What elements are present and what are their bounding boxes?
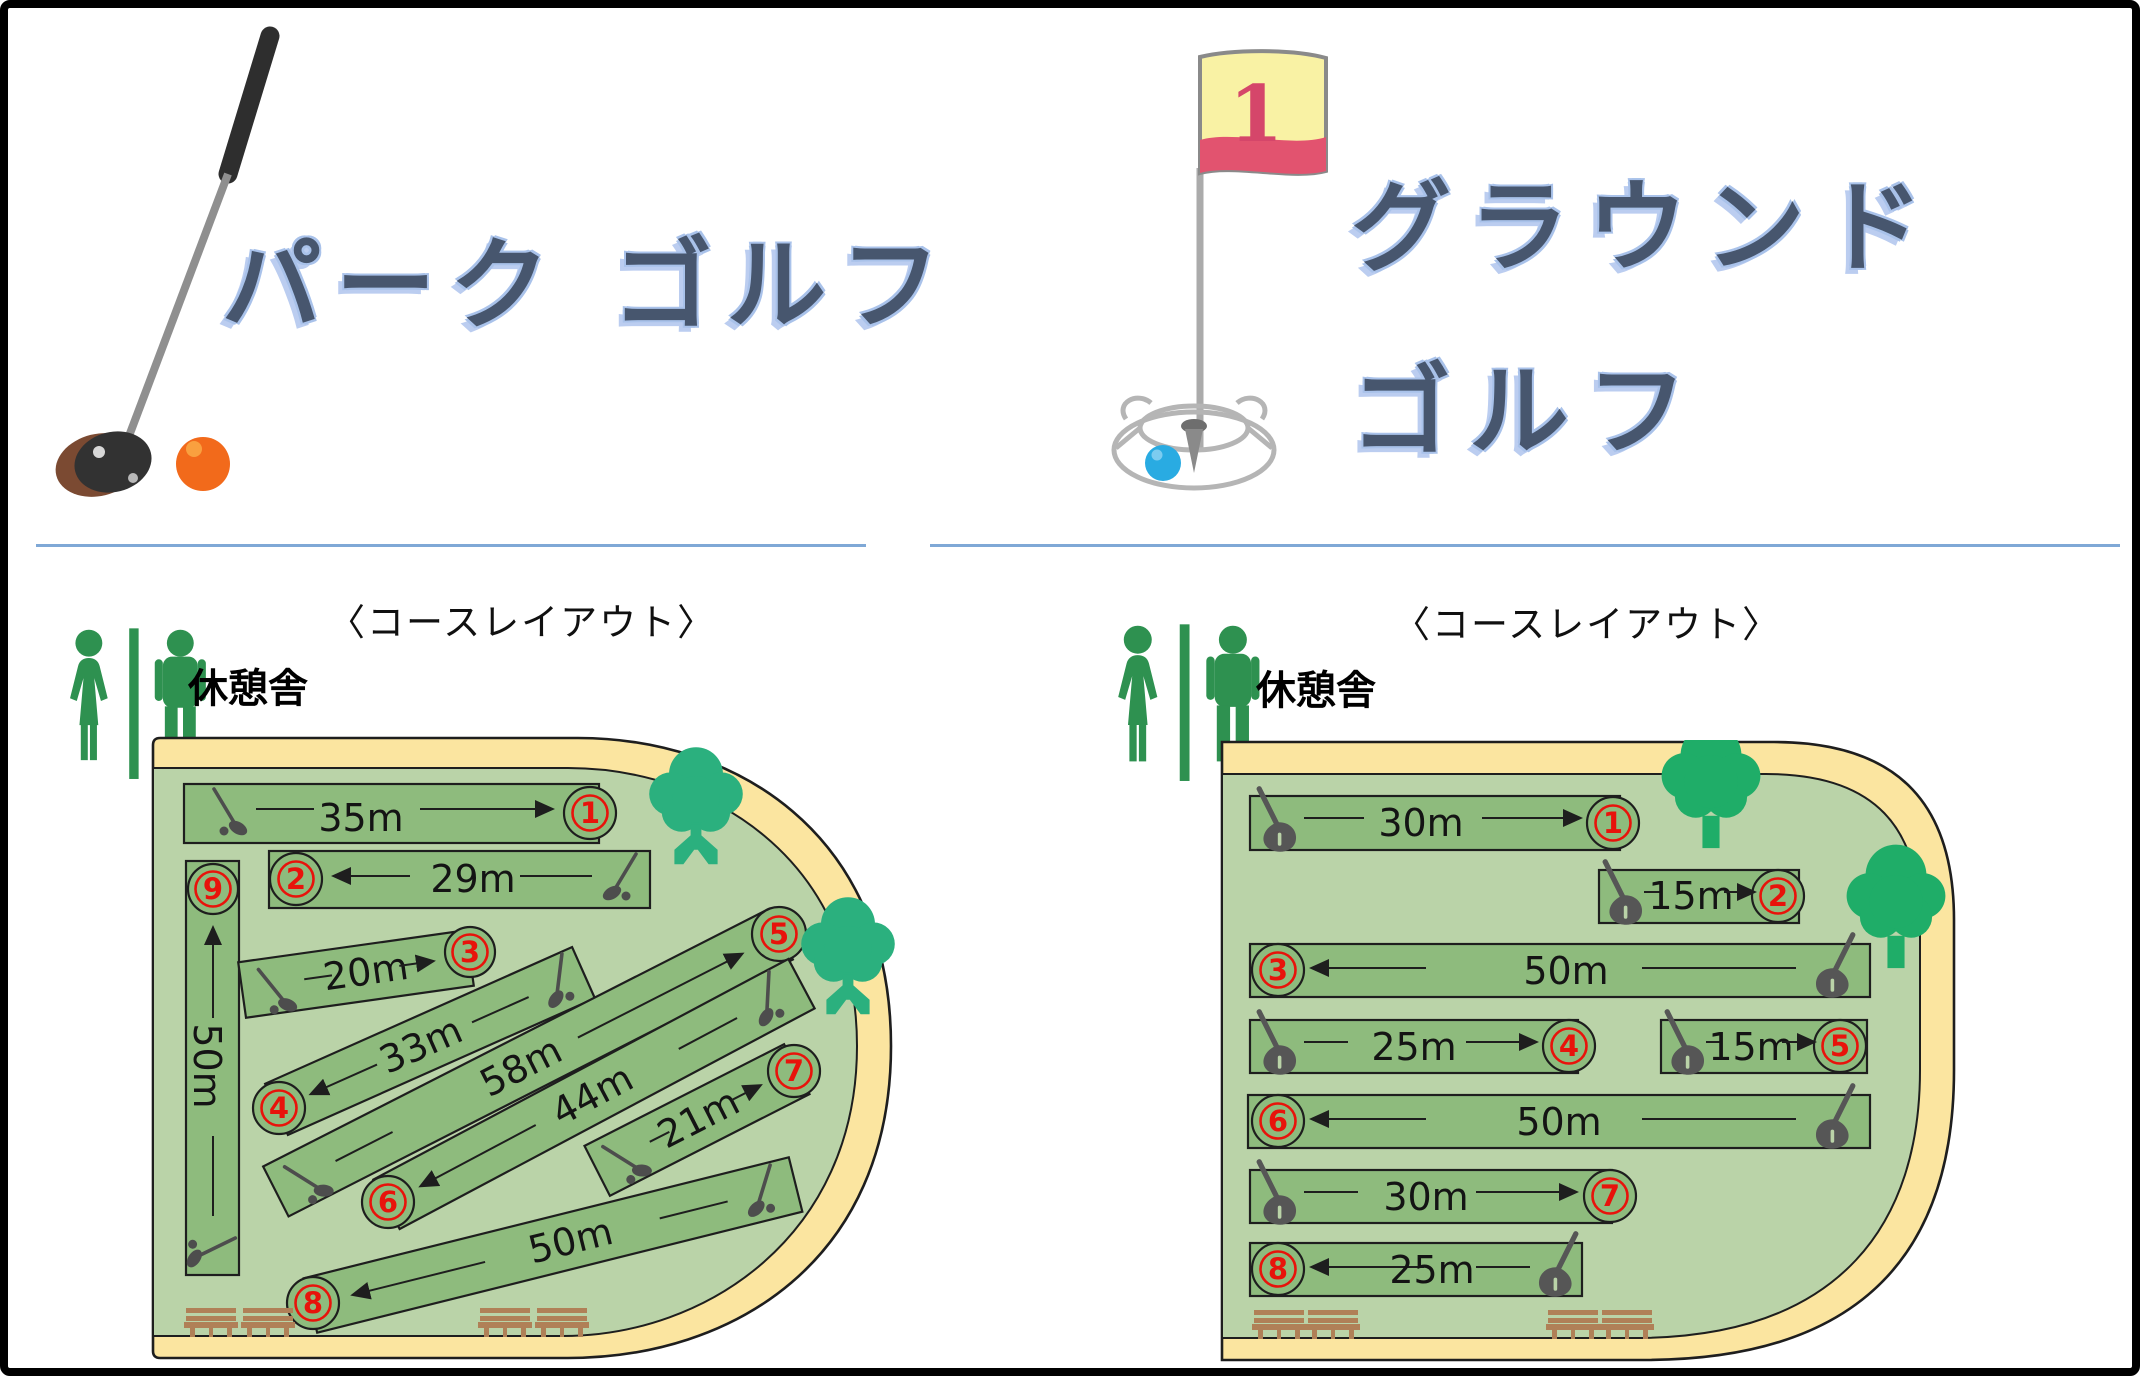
bench-icon	[1252, 1310, 1306, 1339]
left-divider-line	[36, 544, 866, 547]
hole-distance-label: 15m	[1708, 1025, 1793, 1069]
hole-strip-5: 15m 5	[1659, 1012, 1869, 1075]
hole-number-badge: 6	[378, 1185, 398, 1219]
orange-ball-glint	[186, 441, 202, 457]
hole-number-badge: 7	[1600, 1179, 1620, 1213]
right-resthouse-label: 休憩舎	[1256, 668, 1376, 714]
hole-distance-label: 29m	[430, 857, 515, 901]
hole-strip-3: 50m 3	[1248, 935, 1872, 998]
ground-golf-course-map: 30m 1 15m 2 50m 3	[1220, 740, 1956, 1362]
hole-strip-1: 35m 1	[182, 782, 618, 845]
hole-distance-label: 50m	[1516, 1100, 1601, 1144]
hole-distance-label: 50m	[185, 1023, 229, 1108]
bench-icon	[1546, 1310, 1600, 1339]
hole-strip-8: 25m 8	[1248, 1234, 1584, 1297]
hole-distance-label: 30m	[1383, 1175, 1468, 1219]
hole-strip-4: 25m 4	[1248, 1012, 1597, 1075]
bench-icon	[1306, 1310, 1360, 1339]
hole-strip-2: 15m 2	[1597, 862, 1806, 925]
club-grip	[218, 26, 280, 184]
hole-strip-6: 50m 6	[1246, 1086, 1872, 1149]
hole-distance-label: 50m	[1523, 949, 1608, 993]
hole-strip-7: 30m 7	[1248, 1162, 1638, 1225]
hole-number-badge: 4	[269, 1091, 289, 1125]
hole-cage	[1111, 395, 1277, 491]
right-title-line1: グラウンド	[1351, 168, 1941, 286]
hole-number-badge: 6	[1268, 1104, 1288, 1138]
hole-distance-label: 35m	[318, 796, 403, 840]
club-head-glint	[93, 446, 105, 458]
hole-distance-label: 25m	[1371, 1025, 1456, 1069]
hole-number-badge: 3	[1268, 953, 1288, 987]
hole-number-badge: 1	[580, 796, 600, 830]
hole-number-badge: 8	[1268, 1252, 1288, 1286]
hole-number-badge: 5	[1830, 1029, 1850, 1063]
right-title-line2: ゴルフ	[1351, 352, 1705, 470]
hole-number-badge: 8	[303, 1286, 323, 1320]
hole-strip-9: 50m 9	[181, 859, 241, 1277]
hole-number-badge: 4	[1559, 1029, 1579, 1063]
hole-flag-illustration: 1	[1111, 49, 1328, 491]
hole-number-badge: 2	[286, 862, 306, 896]
left-resthouse-label: 休憩舎	[188, 666, 308, 712]
hole-strip-1: 30m 1	[1248, 789, 1641, 852]
bench-icon	[478, 1308, 532, 1337]
hole-strip-8: 50m 8	[285, 1156, 804, 1334]
left-layout-heading: 〈コースレイアウト〉	[328, 601, 717, 644]
hole-number-badge: 7	[784, 1054, 804, 1088]
bench-icon	[535, 1308, 589, 1337]
hole-number-badge: 9	[203, 872, 223, 906]
blue-ball-icon	[1145, 445, 1181, 481]
flag-pink-band	[1200, 136, 1326, 174]
hole-distance-label: 25m	[1389, 1248, 1474, 1292]
club-head-glint-2	[128, 473, 138, 483]
hole-strip-2: 29m 2	[267, 849, 652, 910]
blue-ball-glint	[1151, 449, 1163, 461]
cage-cone	[1185, 429, 1203, 473]
left-title: パーク ゴルフ	[221, 226, 955, 344]
orange-ball-icon	[176, 437, 230, 491]
hole-distance-label: 15m	[1648, 874, 1733, 918]
park-golf-course-map: 35m 1 29m 2 50m 9	[151, 736, 895, 1360]
bench-icon	[241, 1308, 295, 1337]
right-layout-heading: 〈コースレイアウト〉	[1393, 603, 1782, 646]
hole-distance-label: 30m	[1378, 801, 1463, 845]
hole-number-badge: 5	[769, 917, 789, 951]
club-shaft	[122, 172, 232, 446]
bench-icon	[184, 1308, 238, 1337]
right-divider-line	[930, 544, 2120, 547]
hole-strip-3: 20m 3	[236, 925, 497, 1021]
flag-number: 1	[1229, 69, 1283, 160]
hole-number-badge: 1	[1603, 806, 1623, 840]
hole-number-badge: 2	[1768, 879, 1788, 913]
bench-icon	[1600, 1310, 1654, 1339]
park-golf-club-illustration	[55, 26, 280, 497]
hole-number-badge: 3	[460, 935, 480, 969]
